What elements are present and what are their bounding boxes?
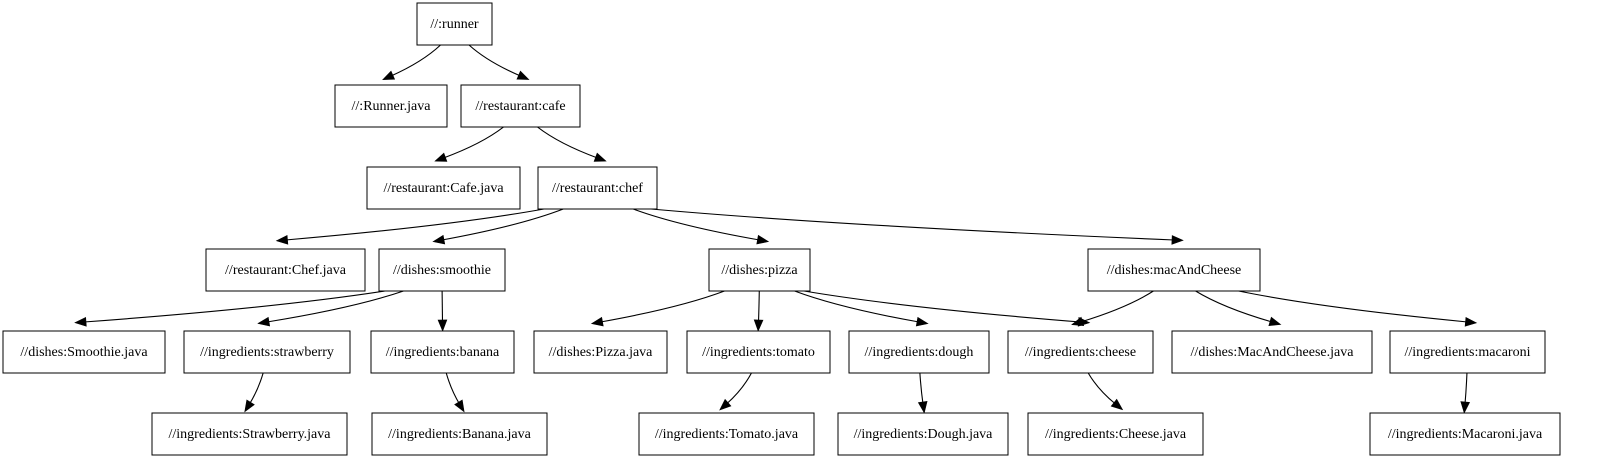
node-label-dough: //ingredients:dough	[865, 345, 974, 360]
edge-macandcheese-to-macaroni	[1238, 290, 1478, 327]
node-dough[interactable]: //ingredients:dough	[848, 330, 990, 374]
node-cafe_java[interactable]: //restaurant:Cafe.java	[366, 166, 521, 210]
edge-pizza-to-tomato	[753, 290, 764, 332]
edge-chef-to-smoothie	[432, 208, 564, 245]
edge-strawberry-to-strawberry_java	[244, 372, 264, 413]
edge-smoothie-to-banana	[437, 290, 448, 332]
edge-cheese-to-cheese_java	[1087, 372, 1124, 411]
edge-pizza-to-pizza_java	[590, 290, 725, 327]
node-label-tomato: //ingredients:tomato	[702, 345, 815, 360]
node-label-cafe: //restaurant:cafe	[475, 99, 565, 114]
edge-layer	[74, 44, 1478, 414]
node-strawberry[interactable]: //ingredients:strawberry	[183, 330, 351, 374]
node-chef[interactable]: //restaurant:chef	[537, 166, 658, 210]
edge-banana-to-banana_java	[445, 372, 465, 413]
node-label-macandcheese_java: //dishes:MacAndCheese.java	[1191, 345, 1355, 360]
node-label-banana: //ingredients:banana	[386, 345, 500, 360]
node-pizza[interactable]: //dishes:pizza	[708, 248, 811, 292]
node-dough_java[interactable]: //ingredients:Dough.java	[837, 412, 1009, 456]
node-smoothie[interactable]: //dishes:smoothie	[378, 248, 506, 292]
node-banana_java[interactable]: //ingredients:Banana.java	[371, 412, 548, 456]
edge-runner-to-runner_java	[382, 44, 441, 81]
edge-chef-to-chef_java	[275, 208, 545, 245]
node-strawberry_java[interactable]: //ingredients:Strawberry.java	[151, 412, 348, 456]
node-label-dough_java: //ingredients:Dough.java	[854, 427, 994, 442]
edge-tomato-to-tomato_java	[719, 372, 752, 411]
node-label-tomato_java: //ingredients:Tomato.java	[655, 427, 799, 442]
node-label-pizza_java: //dishes:Pizza.java	[549, 345, 654, 360]
node-label-smoothie: //dishes:smoothie	[393, 263, 491, 278]
node-label-macaroni: //ingredients:macaroni	[1405, 345, 1531, 360]
node-macandcheese[interactable]: //dishes:macAndCheese	[1087, 248, 1261, 292]
edge-pizza-to-cheese	[803, 290, 1091, 327]
node-smoothie_java[interactable]: //dishes:Smoothie.java	[2, 330, 166, 374]
node-macandcheese_java[interactable]: //dishes:MacAndCheese.java	[1171, 330, 1373, 374]
node-chef_java[interactable]: //restaurant:Chef.java	[205, 248, 366, 292]
edge-smoothie-to-strawberry	[257, 290, 404, 327]
node-cheese_java[interactable]: //ingredients:Cheese.java	[1027, 412, 1204, 456]
node-label-strawberry: //ingredients:strawberry	[200, 345, 334, 360]
edge-macaroni-to-macaroni_java	[1460, 372, 1471, 414]
node-tomato[interactable]: //ingredients:tomato	[686, 330, 831, 374]
node-label-smoothie_java: //dishes:Smoothie.java	[20, 345, 148, 360]
edge-chef-to-macandcheese	[650, 208, 1184, 245]
node-label-chef: //restaurant:chef	[552, 181, 643, 196]
node-cafe[interactable]: //restaurant:cafe	[460, 84, 581, 128]
edge-pizza-to-dough	[794, 290, 929, 327]
edge-dough-to-dough_java	[917, 372, 928, 414]
edge-smoothie-to-smoothie_java	[74, 290, 386, 327]
node-runner_java[interactable]: //:Runner.java	[334, 84, 448, 128]
node-label-macandcheese: //dishes:macAndCheese	[1107, 263, 1242, 278]
node-banana[interactable]: //ingredients:banana	[370, 330, 515, 374]
node-runner[interactable]: //:runner	[416, 2, 493, 46]
node-pizza_java[interactable]: //dishes:Pizza.java	[533, 330, 668, 374]
edge-cafe-to-cafe_java	[434, 126, 504, 162]
node-macaroni_java[interactable]: //ingredients:Macaroni.java	[1369, 412, 1561, 456]
node-label-pizza: //dishes:pizza	[721, 263, 798, 278]
node-label-banana_java: //ingredients:Banana.java	[388, 427, 531, 442]
node-label-strawberry_java: //ingredients:Strawberry.java	[169, 427, 332, 442]
node-tomato_java[interactable]: //ingredients:Tomato.java	[638, 412, 815, 456]
node-label-runner_java: //:Runner.java	[352, 99, 432, 114]
node-label-cheese: //ingredients:cheese	[1025, 345, 1136, 360]
edge-macandcheese-to-cheese	[1071, 290, 1154, 326]
node-label-chef_java: //restaurant:Chef.java	[225, 263, 347, 278]
node-label-macaroni_java: //ingredients:Macaroni.java	[1388, 427, 1543, 442]
edge-chef-to-pizza	[632, 208, 770, 245]
edge-runner-to-cafe	[468, 44, 530, 80]
node-label-cafe_java: //restaurant:Cafe.java	[383, 181, 504, 196]
node-cheese[interactable]: //ingredients:cheese	[1007, 330, 1154, 374]
node-label-runner: //:runner	[430, 17, 479, 32]
node-layer: //:runner //:Runner.java //restaurant:cafe…	[2, 2, 1561, 456]
edge-cafe-to-chef	[537, 126, 607, 162]
node-label-cheese_java: //ingredients:Cheese.java	[1045, 427, 1187, 442]
node-macaroni[interactable]: //ingredients:macaroni	[1389, 330, 1546, 374]
edge-macandcheese-to-macandcheese_java	[1195, 290, 1282, 327]
